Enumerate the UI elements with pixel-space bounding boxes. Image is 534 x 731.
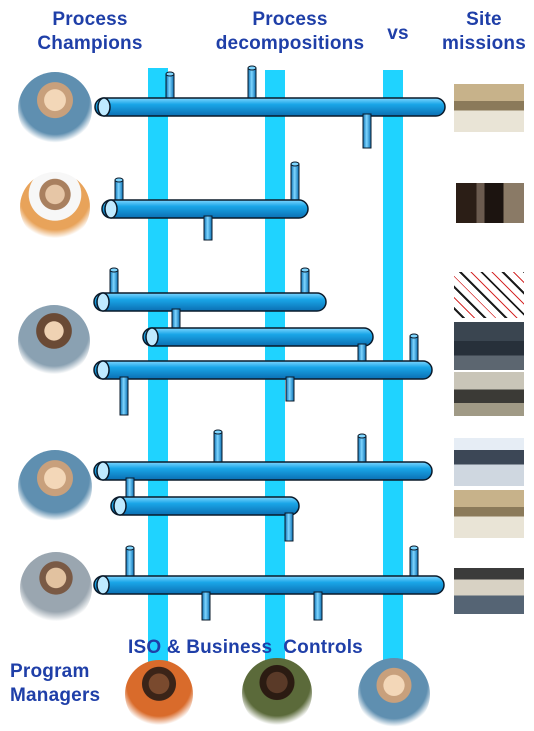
person-photo-icon bbox=[18, 305, 90, 377]
pipe-stub bbox=[110, 270, 118, 296]
footer-program-managers: Program Managers bbox=[10, 660, 122, 708]
pipe-horizontal bbox=[111, 497, 299, 515]
pipe-stub bbox=[410, 548, 418, 580]
pipe-horizontal bbox=[94, 462, 432, 480]
site-photo-icon bbox=[454, 84, 524, 132]
pipe-horizontal bbox=[102, 200, 308, 218]
site-photo-icon bbox=[454, 490, 524, 538]
person-photo-icon bbox=[18, 72, 92, 146]
pipe-group-4 bbox=[94, 430, 432, 541]
person-photo-icon bbox=[125, 660, 193, 728]
pipe-stub bbox=[120, 377, 128, 415]
pipe-stub bbox=[314, 592, 322, 620]
site-photo-icon bbox=[454, 272, 524, 318]
site-photo-icon bbox=[454, 322, 524, 370]
pipe-horizontal bbox=[94, 576, 444, 594]
person-photo-icon bbox=[20, 552, 92, 624]
pipe-horizontal bbox=[94, 293, 326, 311]
footer-program-managers-line1: Program bbox=[10, 660, 122, 684]
pipe-stub bbox=[204, 216, 212, 240]
pipe-stub bbox=[286, 377, 294, 401]
pipe-horizontal bbox=[143, 328, 373, 346]
site-photo-icon bbox=[454, 372, 524, 416]
pipe-horizontal bbox=[94, 361, 432, 379]
site-photo-icon bbox=[454, 438, 524, 486]
pipe-stub bbox=[301, 270, 309, 296]
person-photo-icon bbox=[358, 658, 430, 730]
pipe-stub bbox=[363, 114, 371, 148]
footer-program-managers-line2: Managers bbox=[10, 684, 122, 708]
pipe-horizontal bbox=[95, 98, 445, 116]
pipe-stub bbox=[410, 336, 418, 364]
pipe-stub bbox=[214, 432, 222, 466]
pipe-stub bbox=[285, 513, 293, 541]
pipe-group-3 bbox=[94, 268, 432, 415]
pipe-stub bbox=[126, 548, 134, 580]
footer-iso-business-controls: ISO & Business Controls bbox=[128, 636, 408, 660]
site-photo-icon bbox=[456, 183, 524, 223]
pipe-stub bbox=[291, 164, 299, 204]
pipe-stub bbox=[202, 592, 210, 620]
person-photo-icon bbox=[18, 450, 92, 524]
person-photo-icon bbox=[20, 172, 90, 242]
site-photo-icon bbox=[454, 568, 524, 614]
person-photo-icon bbox=[242, 658, 312, 728]
